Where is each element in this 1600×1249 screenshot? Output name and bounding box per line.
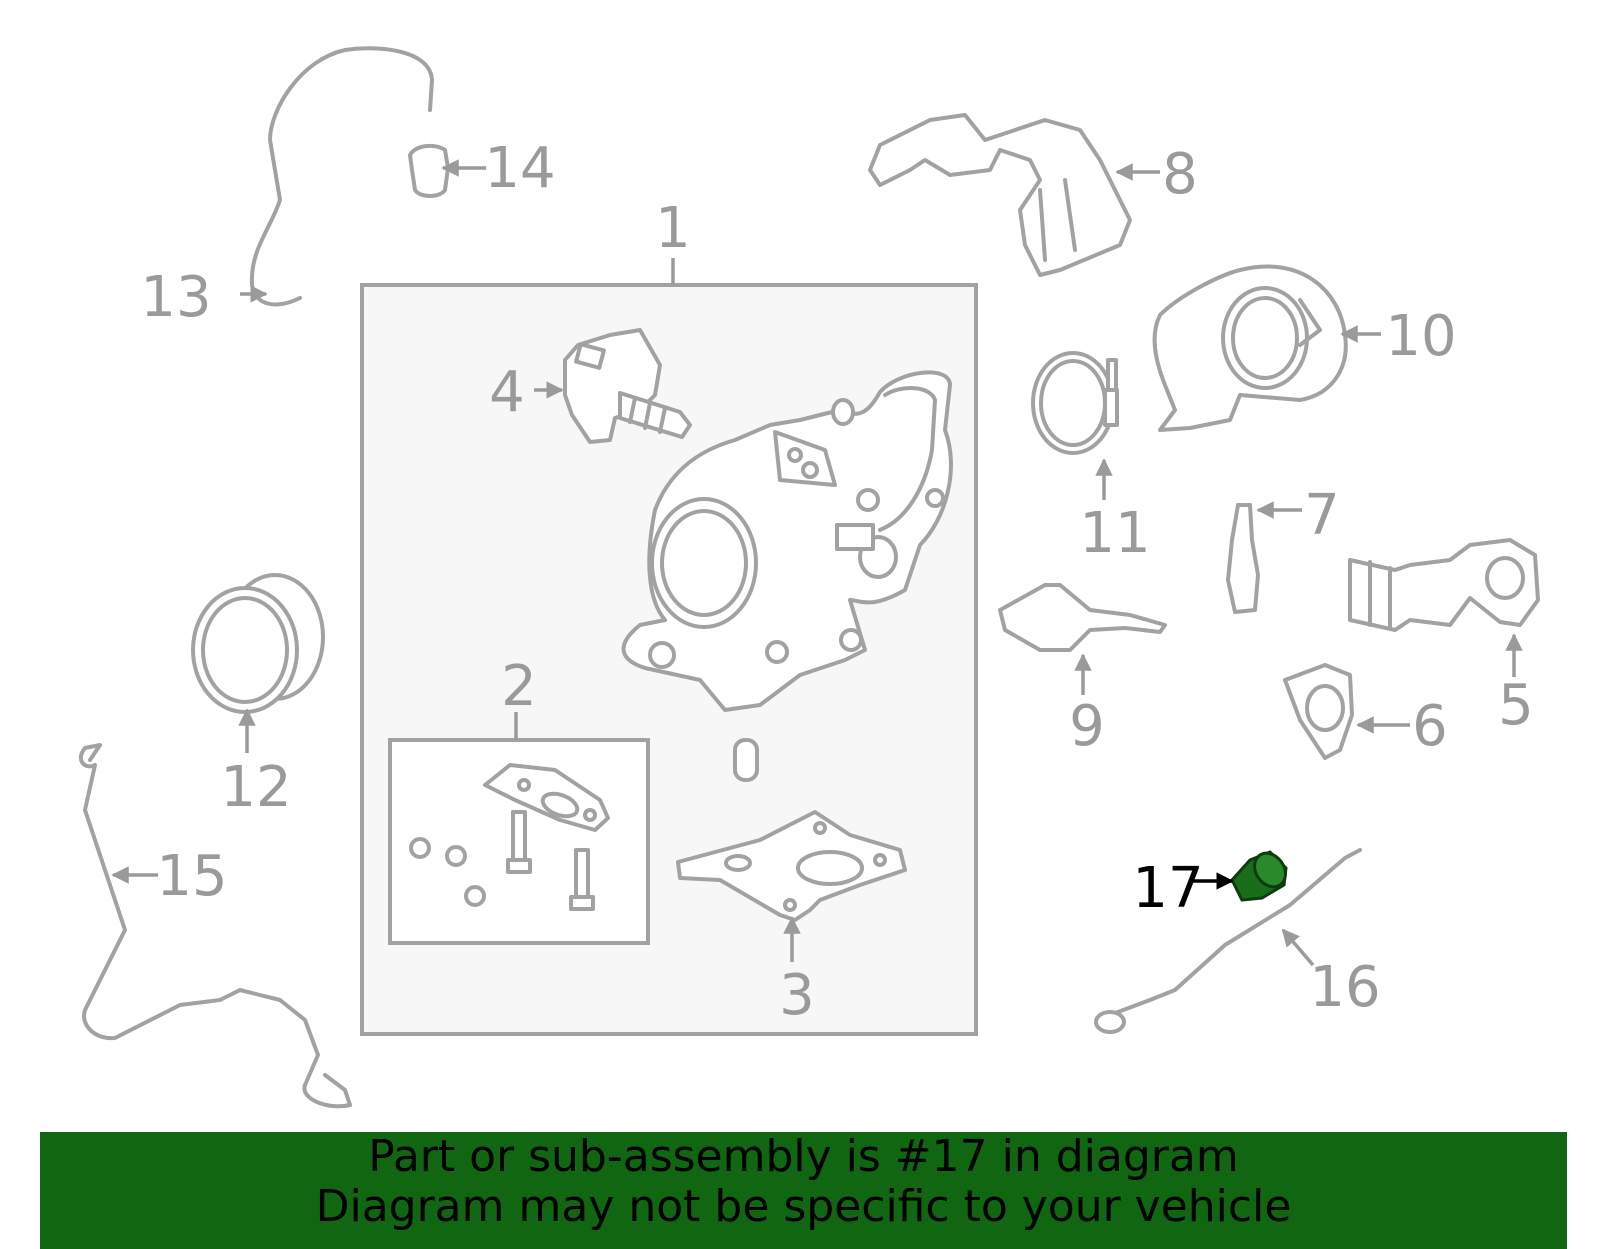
callout-12: 12 (220, 755, 291, 820)
callout-8: 8 (1162, 142, 1198, 207)
part-12-coupler (191, 573, 325, 714)
callout-7: 7 (1304, 483, 1340, 548)
part-6-gasket (1283, 663, 1354, 760)
part-10-elbow (1152, 264, 1348, 432)
part-9-bracket (998, 583, 1167, 652)
callout-6: 6 (1412, 694, 1448, 759)
callout-2: 2 (501, 654, 537, 719)
callout-9: 9 (1069, 694, 1105, 759)
callout-4: 4 (489, 360, 525, 425)
part-17-plug (1230, 850, 1288, 902)
part-15-tube (78, 743, 352, 1109)
callout-16: 16 (1309, 955, 1380, 1020)
part-7-sensor (1226, 503, 1260, 614)
part-13-hose (249, 46, 434, 307)
part-4-actuator (563, 328, 692, 444)
callout-15: 15 (156, 844, 227, 909)
banner-line-1: Part or sub-assembly is #17 in diagram (368, 1131, 1239, 1182)
callout-13: 13 (140, 265, 211, 330)
dowel-pin (733, 738, 759, 782)
part-1-turbocharger (621, 370, 953, 712)
part-11-clamp (1031, 351, 1119, 455)
banner-line-2: Diagram may not be specific to your vehi… (315, 1181, 1292, 1232)
callout-14: 14 (484, 136, 555, 201)
part-8-heat-shield (868, 113, 1132, 277)
part-2-hardware-kit (409, 763, 610, 911)
callout-5: 5 (1498, 673, 1534, 738)
callout-11: 11 (1079, 501, 1150, 566)
callout-10: 10 (1385, 304, 1456, 369)
notice-banner: Part or sub-assembly is #17 in diagram D… (40, 1132, 1567, 1249)
part-3-gasket (676, 810, 907, 922)
dipstick-handle (1094, 1010, 1126, 1034)
part-5-pipe (1348, 538, 1540, 632)
part-14-cap (408, 143, 450, 198)
callout-3: 3 (779, 963, 815, 1028)
callout-17-highlighted: 17 (1132, 856, 1203, 921)
callout-1: 1 (655, 196, 691, 261)
